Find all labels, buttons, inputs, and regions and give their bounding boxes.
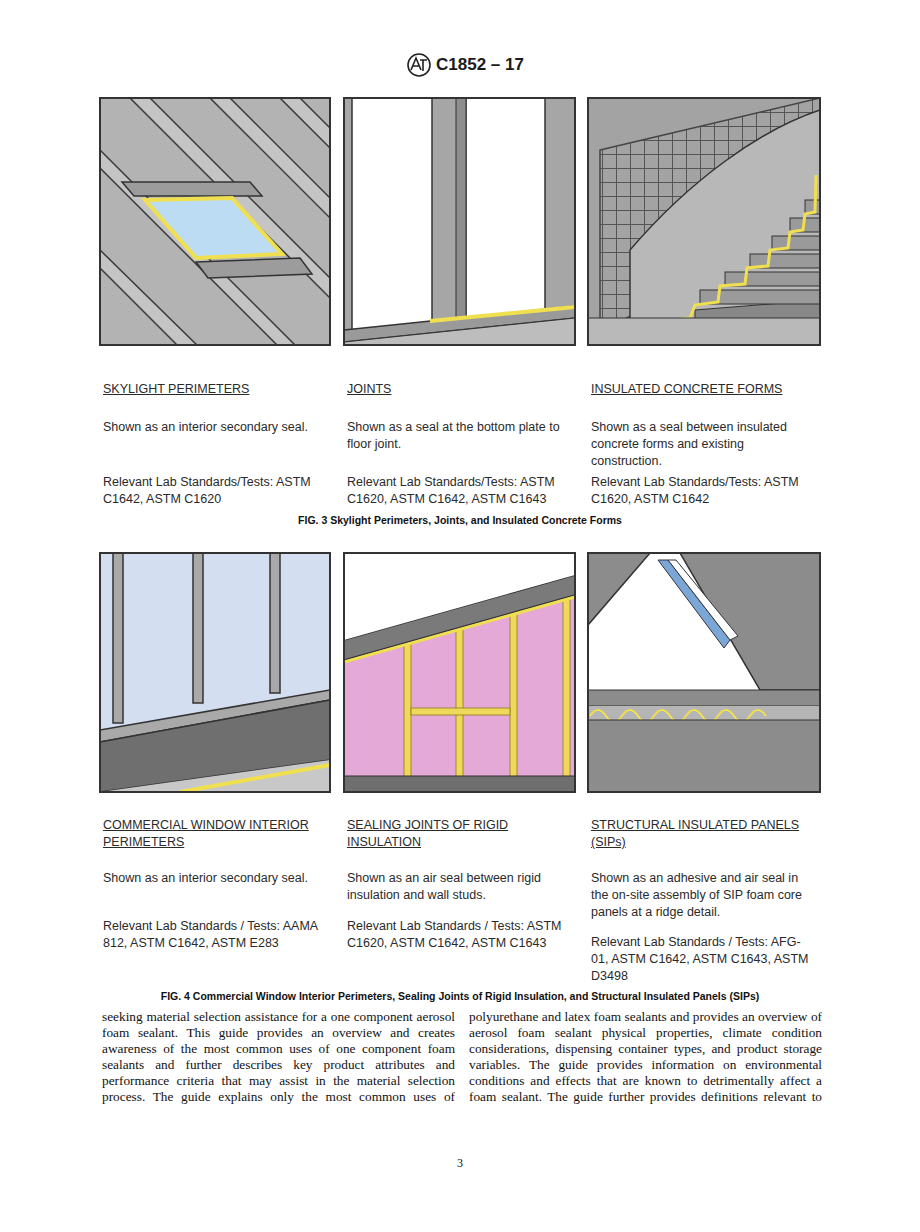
standards-note: Relevant Lab Standards/Tests: ASTM C1620… <box>591 474 816 508</box>
panel-heading: SKYLIGHT PERIMETERS <box>103 381 328 398</box>
panel-description: Shown as a seal at the bottom plate to f… <box>347 419 572 453</box>
document-title: C1852 – 17 <box>436 55 524 75</box>
standards-note: Relevant Lab Standards/Tests: ASTM C1642… <box>103 474 328 508</box>
astm-logo <box>408 54 430 76</box>
panel-description: Shown as a seal between insulated concre… <box>591 419 816 470</box>
window-illustration <box>100 553 330 792</box>
standards-note: Relevant Lab Standards/Tests: ASTM C1620… <box>347 474 572 508</box>
figure-caption: FIG. 3 Skylight Perimeters, Joints, and … <box>80 514 840 526</box>
panel-description: Shown as an interior secondary seal. <box>103 870 328 887</box>
panel-description: Shown as an air seal between rigid insul… <box>347 870 572 904</box>
panel-description: Shown as an adhesive and air seal in the… <box>591 870 816 921</box>
panel-heading: SEALING JOINTS OF RIGID INSULATION <box>347 817 572 851</box>
icf-illustration <box>588 98 820 345</box>
panel-heading: INSULATED CONCRETE FORMS <box>591 381 816 398</box>
standards-note: Relevant Lab Standards / Tests: AAMA 812… <box>103 918 328 952</box>
panel-heading: COMMERCIAL WINDOW INTERIOR PERIMETERS <box>103 817 328 851</box>
body-text: polyurethane and latex foam sealants and… <box>469 1009 822 1104</box>
body-text: seeking material selection assistance fo… <box>102 1009 455 1104</box>
panel-heading: JOINTS <box>347 381 572 398</box>
skylight-illustration <box>100 98 330 345</box>
sip-illustration <box>588 553 820 792</box>
joints-illustration <box>344 98 575 345</box>
standards-note: Relevant Lab Standards / Tests: ASTM C16… <box>347 918 572 952</box>
panel-description: Shown as an interior secondary seal. <box>103 419 328 436</box>
insulation-illustration <box>344 553 575 792</box>
standards-note: Relevant Lab Standards / Tests: AFG-01, … <box>591 934 816 985</box>
figure-caption: FIG. 4 Commercial Window Interior Perime… <box>80 990 840 1002</box>
page-number: 3 <box>100 1156 820 1171</box>
panel-heading: STRUCTURAL INSULATED PANELS (SIPs) <box>591 817 816 851</box>
